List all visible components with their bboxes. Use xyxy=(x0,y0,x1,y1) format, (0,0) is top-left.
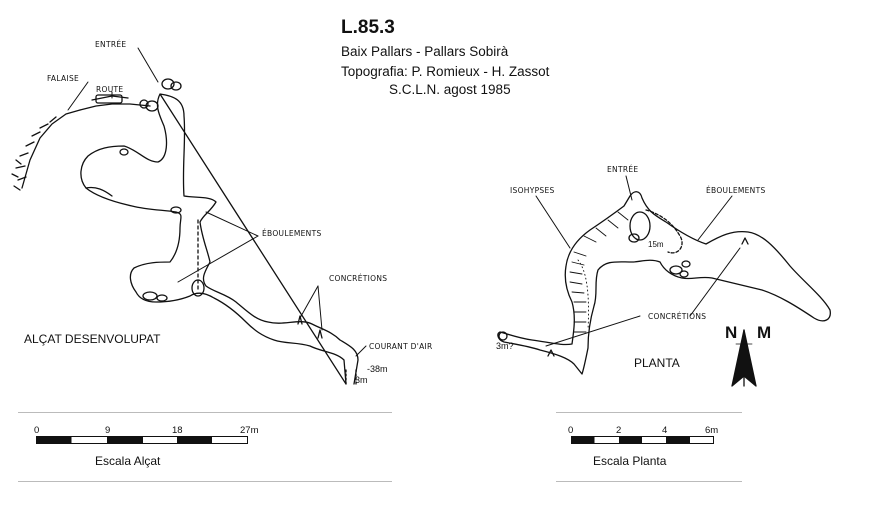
elevation-view-label: ALÇAT DESENVOLUPAT xyxy=(24,332,161,346)
survey-code: L.85.3 xyxy=(341,17,395,38)
elevation-scale-name: Escala Alçat xyxy=(95,454,161,468)
label-cliff: FALAISE xyxy=(47,74,80,83)
plan-scale-tick-3: 6m xyxy=(705,425,719,436)
elevation-cave-outline xyxy=(80,93,359,385)
location-line: Baix Pallars - Pallars Sobirà xyxy=(341,44,509,59)
plan-leaders xyxy=(535,175,741,347)
label-entrance-plan: ENTRÉE xyxy=(607,165,639,174)
label-isohypses: ISOHYPSES xyxy=(510,186,555,195)
label-air-current: COURANT D'AIR xyxy=(369,342,433,351)
isohypse-hatching xyxy=(569,211,629,333)
elevation-scale-tick-0: 0 xyxy=(34,425,40,436)
plan-scale-tick-1: 2 xyxy=(616,425,622,436)
road-marker xyxy=(95,94,123,104)
north-arrow-icon xyxy=(731,329,757,387)
slope-arrow-west xyxy=(547,349,555,357)
ground-line xyxy=(79,103,151,111)
plan-scale-bar xyxy=(571,436,714,444)
topography-credit: Topografia: P. Romieux - H. Zassot xyxy=(341,64,550,79)
elevation-scale-bar xyxy=(36,436,248,444)
plan-view-label: PLANTA xyxy=(634,356,680,370)
plan-west-pit xyxy=(498,331,508,341)
slope-arrow-east xyxy=(741,237,749,245)
elevation-collapse-blocks xyxy=(119,148,182,302)
pit-shaft xyxy=(345,369,357,387)
north-label-m: M xyxy=(757,323,772,342)
label-concretions-elevation: CONCRÉTIONS xyxy=(329,274,388,283)
north-label-n: N xyxy=(725,323,738,342)
ledge-1 xyxy=(85,186,113,197)
label-entrance-elevation: ENTRÉE xyxy=(95,40,127,49)
plan-scale-name: Escala Planta xyxy=(593,454,667,468)
column xyxy=(191,279,205,297)
plan-scale-tick-0: 0 xyxy=(568,425,574,436)
label-collapses-plan: ÉBOULEMENTS xyxy=(706,186,766,195)
label-pit-elevation: 3m xyxy=(355,375,368,385)
elevation-scale-frame xyxy=(18,412,392,482)
club-date: S.C.L.N. agost 1985 xyxy=(389,82,511,97)
cliff-hatching xyxy=(11,109,81,191)
elevation-scale-tick-2: 18 xyxy=(172,425,183,436)
elevation-scale-tick-3: 27m xyxy=(240,425,259,436)
plan-entrance-block xyxy=(628,233,640,243)
label-collapses-elevation: ÉBOULEMENTS xyxy=(262,229,322,238)
elevation-scale-tick-1: 9 xyxy=(105,425,111,436)
concretion-marks xyxy=(297,315,323,339)
label-road: ROUTE xyxy=(96,85,124,94)
label-pit-plan: 3m? xyxy=(496,341,514,351)
plan-cave-outline xyxy=(497,191,831,375)
plan-contour xyxy=(645,209,683,254)
plan-entrance-pit xyxy=(629,211,651,241)
label-depth: -38m xyxy=(367,364,388,374)
elevation-leaders xyxy=(67,47,367,357)
plan-scale-tick-2: 4 xyxy=(662,425,668,436)
plan-scale-frame xyxy=(556,412,742,482)
plan-collapse-blocks xyxy=(669,260,691,278)
label-contour-plan: 15m xyxy=(648,240,664,249)
label-concretions-plan: CONCRÉTIONS xyxy=(648,312,707,321)
